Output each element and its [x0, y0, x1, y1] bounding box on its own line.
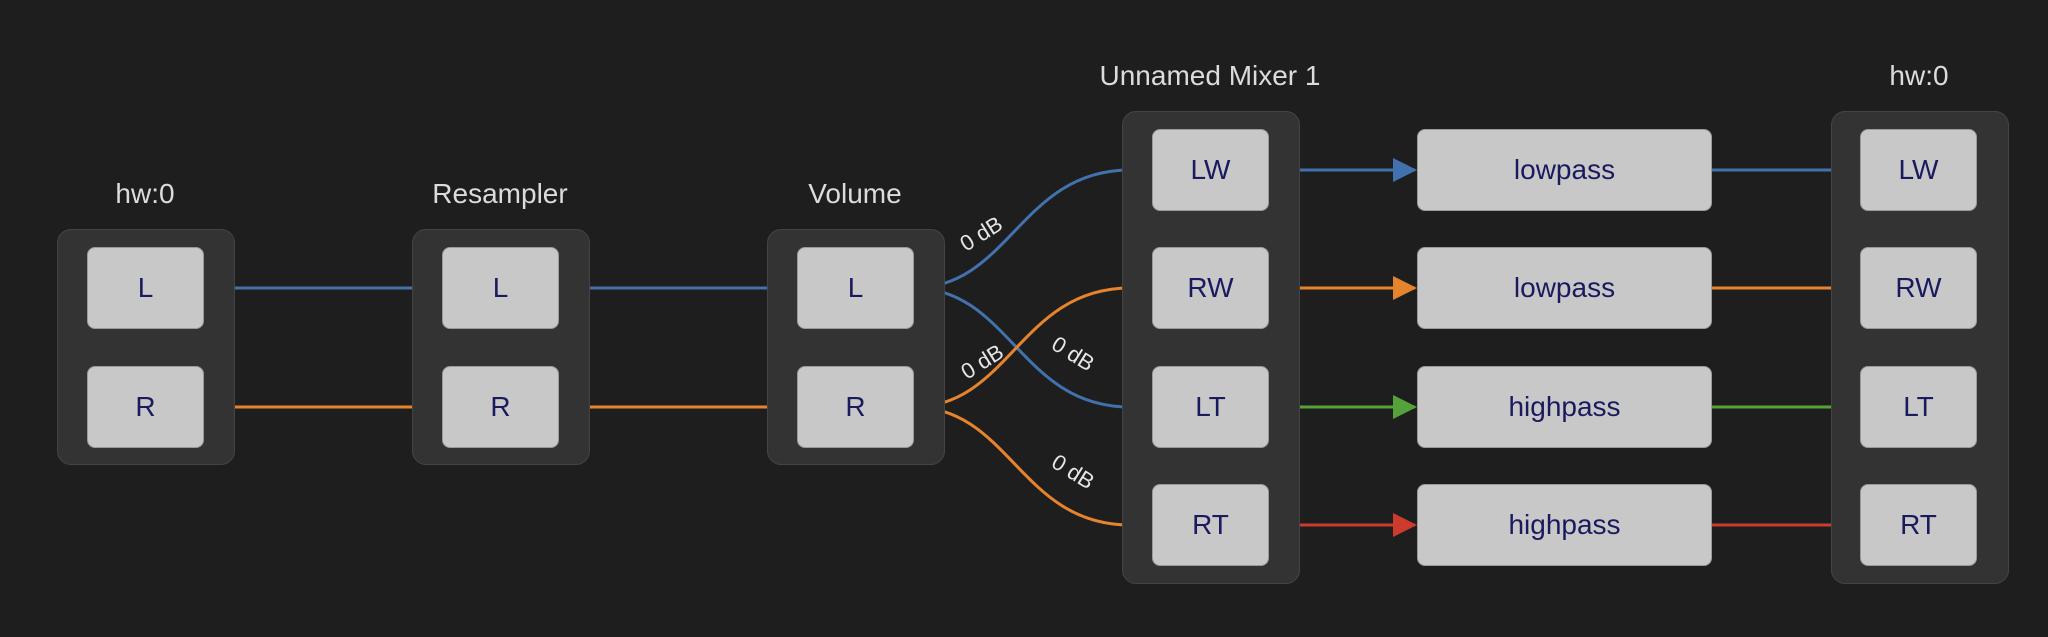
- group-title-resampler: Resampler: [432, 178, 568, 209]
- port-hw-out-rt[interactable]: RT: [1860, 484, 1977, 566]
- gain-label-r-rw: 0 dB: [956, 339, 1008, 384]
- port-hw-in-l[interactable]: L: [87, 247, 204, 329]
- wire-volume-mixer-l-lt: [912, 286, 1150, 409]
- arrowhead: [1393, 395, 1417, 419]
- gain-label-l-lw: 0 dB: [955, 211, 1007, 256]
- gain-label-l-lt: 0 dB: [1047, 331, 1099, 376]
- arrowhead: [1393, 276, 1417, 300]
- group-title-mixer: Unnamed Mixer 1: [1099, 60, 1321, 91]
- arrowhead: [1393, 513, 1417, 537]
- group-title-hw-in: hw:0: [115, 178, 175, 209]
- filter-rt[interactable]: highpass: [1417, 484, 1712, 566]
- port-mixer-lw[interactable]: LW: [1152, 129, 1269, 211]
- gain-label-r-rt: 0 dB: [1047, 449, 1099, 494]
- port-hw-out-lt[interactable]: LT: [1860, 366, 1977, 448]
- port-mixer-rt[interactable]: RT: [1152, 484, 1269, 566]
- port-mixer-rw[interactable]: RW: [1152, 247, 1269, 329]
- port-mixer-lt[interactable]: LT: [1152, 366, 1269, 448]
- port-hw-out-rw[interactable]: RW: [1860, 247, 1977, 329]
- port-resampler-l[interactable]: L: [442, 247, 559, 329]
- group-title-volume: Volume: [808, 178, 902, 209]
- filter-rw[interactable]: lowpass: [1417, 247, 1712, 329]
- port-resampler-r[interactable]: R: [442, 366, 559, 448]
- wire-volume-mixer-r-rw: [912, 286, 1150, 409]
- wire-volume-mixer-r-rt: [912, 405, 1150, 527]
- port-hw-out-lw[interactable]: LW: [1860, 129, 1977, 211]
- wire-volume-mixer-l-lw: [912, 168, 1150, 290]
- filter-lt[interactable]: highpass: [1417, 366, 1712, 448]
- arrowhead: [1393, 158, 1417, 182]
- port-hw-in-r[interactable]: R: [87, 366, 204, 448]
- port-volume-r[interactable]: R: [797, 366, 914, 448]
- port-volume-l[interactable]: L: [797, 247, 914, 329]
- group-title-hw-out: hw:0: [1889, 60, 1949, 91]
- filter-lw[interactable]: lowpass: [1417, 129, 1712, 211]
